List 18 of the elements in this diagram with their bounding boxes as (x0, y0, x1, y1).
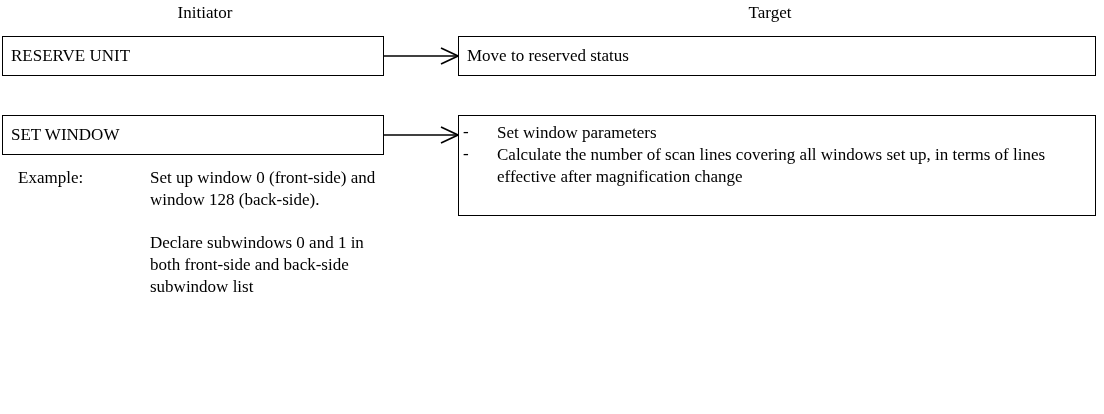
box-text: Move to reserved status (467, 45, 630, 67)
arrow (383, 47, 459, 65)
list-dash: - (463, 143, 470, 165)
process-box (2, 36, 384, 76)
process-box (458, 115, 1096, 216)
box-text: SET WINDOW (11, 124, 121, 146)
process-box (2, 115, 384, 155)
arrow (383, 126, 459, 144)
example-text: Set up window 0 (front-side) and window 128 (back-side). (150, 167, 377, 211)
box-text: RESERVE UNIT (11, 45, 132, 67)
example-text: Declare subwindows 0 and 1 in both front-side and back-side subwindow list (150, 232, 365, 298)
box-text: Calculate the number of scan lines covering all windows set up, in terms of lines effective after magnification change (497, 144, 1047, 188)
column-heading: Target (747, 2, 793, 24)
process-box (458, 36, 1096, 76)
list-dash: - (463, 121, 470, 143)
column-heading: Initiator (176, 2, 234, 24)
box-text: Set window parameters (497, 122, 658, 144)
example-label: Example: (18, 167, 85, 189)
